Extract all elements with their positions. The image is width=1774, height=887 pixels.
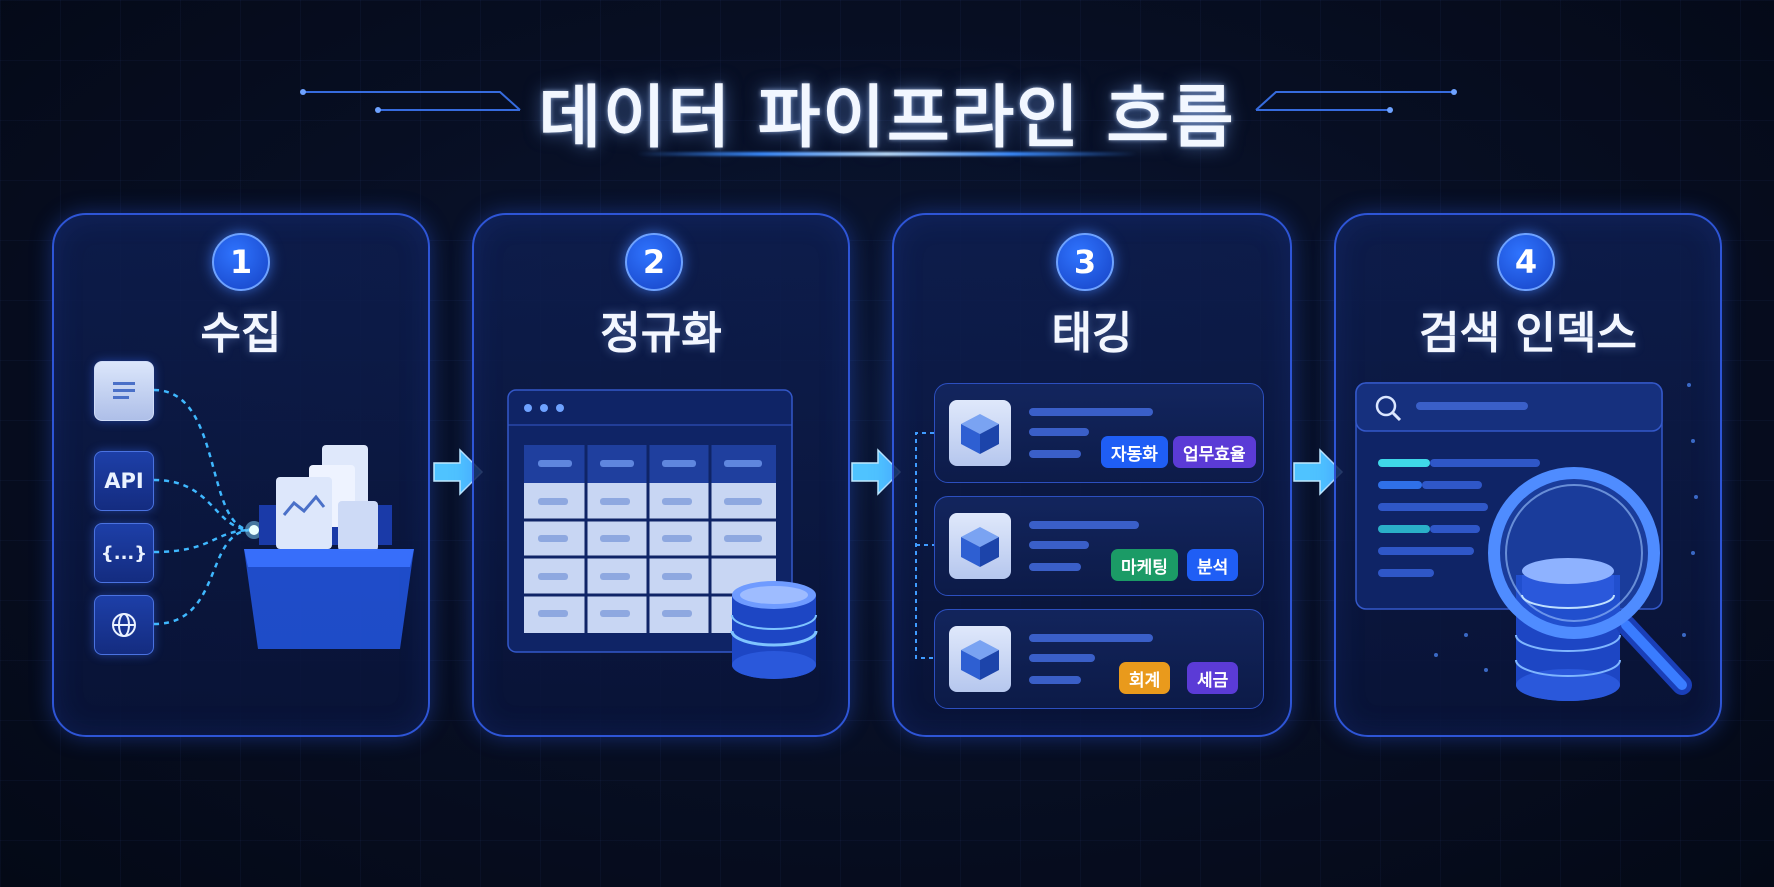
cube-icon bbox=[949, 513, 1011, 579]
tag-automation: 자동화 bbox=[1101, 436, 1168, 468]
document-icon bbox=[94, 361, 154, 421]
step-card-collect: 1 수집 API {...} bbox=[52, 213, 430, 737]
json-icon: {...} bbox=[94, 523, 154, 583]
database-icon bbox=[730, 581, 818, 679]
step-title: 수집 bbox=[200, 308, 282, 359]
step-card-search-index: 4 검색 인덱스 bbox=[1334, 213, 1722, 737]
tag-row: 자동화 업무효율 bbox=[934, 383, 1264, 483]
step-card-tagging: 3 태깅 자동화 업무효율 bbox=[892, 213, 1292, 737]
cube-icon bbox=[949, 626, 1011, 692]
cube-icon bbox=[949, 400, 1011, 466]
tag-accounting: 회계 bbox=[1119, 662, 1171, 694]
table-illustration bbox=[507, 389, 818, 679]
step-number-badge: 4 bbox=[1497, 233, 1555, 291]
step-number-badge: 2 bbox=[625, 233, 683, 291]
step-number-badge: 3 bbox=[1056, 233, 1114, 291]
collect-illustration bbox=[153, 388, 414, 649]
magnifier-icon bbox=[1488, 467, 1692, 695]
tag-work-efficiency: 업무효율 bbox=[1173, 436, 1256, 468]
tag-tax: 세금 bbox=[1187, 662, 1239, 694]
step-title: 검색 인덱스 bbox=[1419, 308, 1637, 359]
search-icon bbox=[1375, 395, 1402, 422]
title-decoration bbox=[300, 89, 1457, 113]
flow-arrow-icon bbox=[433, 448, 484, 496]
tag-connector bbox=[915, 432, 934, 659]
tag-marketing: 마케팅 bbox=[1111, 549, 1178, 581]
globe-icon bbox=[94, 595, 154, 655]
api-icon: API bbox=[94, 451, 154, 511]
page-title: 데이터 파이프라인 흐름 bbox=[538, 79, 1236, 158]
flow-arrow-icon bbox=[1293, 448, 1344, 496]
search-index-illustration bbox=[1355, 382, 1698, 701]
step-number-badge: 1 bbox=[212, 233, 270, 291]
tag-row: 마케팅 분석 bbox=[934, 496, 1264, 596]
title-underline-glow bbox=[637, 152, 1137, 156]
title-area: 데이터 파이프라인 흐름 bbox=[0, 62, 1774, 162]
step-card-normalize: 2 정규화 bbox=[472, 213, 850, 737]
tag-row: 회계 세금 bbox=[934, 609, 1264, 709]
step-title: 태깅 bbox=[1051, 308, 1133, 359]
flow-arrow-icon bbox=[851, 448, 902, 496]
step-title: 정규화 bbox=[600, 308, 722, 359]
tag-analysis: 분석 bbox=[1187, 549, 1239, 581]
